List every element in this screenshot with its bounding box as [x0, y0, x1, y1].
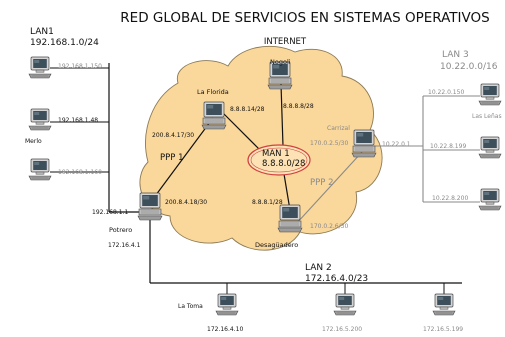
man-network: 8.8.8.0/28	[262, 159, 305, 169]
la-florida-router-icon[interactable]	[201, 101, 227, 130]
lan1-network: 192.168.1.0/24	[30, 38, 99, 48]
lan1-pc-3-icon[interactable]	[28, 158, 52, 181]
lan1-pc-2-name: Merlo	[25, 138, 42, 145]
lan3-pc-1-name: Las Leñas	[472, 113, 502, 120]
desaguadero-router-icon[interactable]	[277, 204, 303, 233]
ppp1-label: PPP 1	[160, 153, 184, 163]
potrero-lan-ip: 192.168.1.1	[92, 209, 128, 216]
lan3-network: 10.22.0.0/16	[440, 62, 498, 72]
lan2-pc-3-ip: 172.16.5.199	[423, 326, 463, 333]
ppp2-label: PPP 2	[310, 178, 334, 188]
lan1-pc-3-ip: 192.168.1.160	[58, 169, 102, 176]
lan2-pc-1-ip: 172.16.4.10	[207, 326, 243, 333]
la-florida-ppp1-ip: 200.8.4.17/30	[152, 132, 194, 139]
lan3-name: LAN 3	[442, 50, 469, 60]
potrero-name: Potrero	[109, 226, 132, 234]
desaguadero-name: Desagüadero	[255, 241, 298, 249]
lan2-pc-2-ip: 172.16.5.200	[322, 326, 362, 333]
carrizal-name: Carrizal	[327, 125, 350, 132]
potrero-lan2-ip: 172.16.4.1	[108, 242, 141, 249]
nogoli-router-icon[interactable]	[267, 61, 293, 90]
ppp1-link	[149, 117, 214, 204]
man-ring	[247, 144, 311, 176]
lan2-pc-1-icon[interactable]	[215, 293, 239, 316]
man-link-nogoli	[280, 83, 284, 147]
lan3-pc-2-icon[interactable]	[478, 136, 502, 159]
lan3-pc-1-ip: 10.22.0.150	[428, 89, 464, 96]
lan3-pc-3-ip: 10.22.8.200	[432, 195, 468, 202]
la-florida-name: La Florida	[197, 88, 229, 96]
ppp2-link	[295, 151, 363, 225]
man-link-desaguadero	[283, 173, 291, 211]
lan2-name: LAN 2	[305, 263, 332, 273]
potrero-ppp1-ip: 200.8.4.18/30	[165, 199, 207, 206]
nogoli-man-ip: 8.8.8.8/28	[283, 103, 314, 110]
man-link-florida	[219, 109, 263, 153]
desaguadero-ppp2-ip: 170.0.2.6/30	[310, 223, 348, 230]
lan2-pc-2-icon[interactable]	[333, 293, 357, 316]
lan3-pc-2-ip: 10.22.8.199	[430, 143, 466, 150]
lan2-network: 172.16.4.0/23	[305, 274, 368, 284]
internet-label: INTERNET	[264, 37, 307, 47]
nogoli-name: Nogoli	[270, 58, 291, 66]
carrizal-ppp2-ip: 170.0.2.5/30	[310, 140, 348, 147]
potrero-router-icon[interactable]	[137, 192, 163, 221]
lan1-name: LAN1	[30, 27, 54, 37]
lan1-pc-2-icon[interactable]	[28, 108, 52, 131]
diagram-title: RED GLOBAL DE SERVICIOS EN SISTEMAS OPER…	[120, 10, 489, 26]
lan2-pc-1-name: La Toma	[178, 303, 203, 310]
la-florida-man-ip: 8.8.8.14/28	[230, 106, 265, 113]
lan1-pc-1-ip: 192.168.1.150	[58, 63, 102, 70]
lan3-pc-3-icon[interactable]	[478, 188, 502, 211]
carrizal-router-icon[interactable]	[351, 129, 377, 158]
lan2-pc-3-icon[interactable]	[432, 293, 456, 316]
lan1-pc-2-ip: 192.168.1.48	[58, 117, 98, 124]
lan3-pc-1-icon[interactable]	[478, 83, 502, 106]
carrizal-lan-ip: 10.22.0.1	[382, 141, 411, 148]
man-name: MAN 1	[262, 149, 290, 159]
man-ring-inner	[250, 147, 308, 173]
lan1-pc-1-icon[interactable]	[28, 56, 52, 79]
desaguadero-man-ip: 8.8.8.1/28	[252, 199, 283, 206]
